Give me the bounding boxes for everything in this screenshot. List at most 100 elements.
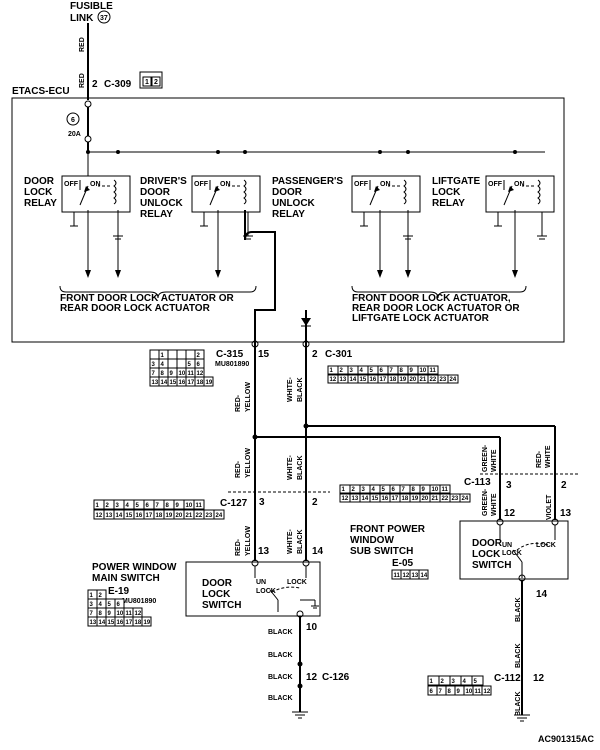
relay-coil-icon <box>113 179 117 205</box>
c127-pin: 18 <box>156 513 163 519</box>
wire-black-sub-3: BLACK <box>515 692 522 717</box>
c113-pin: 17 <box>392 496 399 502</box>
c301-connector-label: C-301 <box>325 349 353 360</box>
e19-pin: 15 <box>108 620 115 626</box>
c113-pin: 3 <box>362 487 366 493</box>
c315-connector-label: C-315 <box>216 349 244 360</box>
c127-pin: 17 <box>146 513 153 519</box>
wire-green-white-1a: GREEN- <box>482 444 489 472</box>
main-un-lock-label-1: UN <box>256 579 266 586</box>
c112-pin: 7 <box>439 689 443 695</box>
c301-pin: 16 <box>370 377 377 383</box>
c113-pin: 18 <box>402 496 409 502</box>
c127-connector-label: C-127 <box>220 498 248 509</box>
e05-pin: 12 <box>403 573 410 579</box>
c315-pin: 3 <box>152 362 156 368</box>
e19-pin: 1 <box>90 593 94 599</box>
c301-pin: 11 <box>430 368 437 374</box>
svg-text:UNLOCK: UNLOCK <box>140 198 184 209</box>
c301-pin: 21 <box>420 377 427 383</box>
main-door-lock-switch-label-1: DOOR <box>202 578 233 589</box>
c301-pin: 20 <box>410 377 417 383</box>
c301-pin-2: 2 <box>312 349 318 360</box>
sub-switch-title-3: SUB SWITCH <box>350 546 413 557</box>
fuse-terminal-top <box>84 100 92 108</box>
e19-pin: 5 <box>108 602 112 608</box>
e19-pin: 10 <box>117 611 124 617</box>
c112-pin: 11 <box>475 689 482 695</box>
c113-pin-2: 2 <box>561 480 567 491</box>
svg-text:RELAY: RELAY <box>140 209 173 220</box>
c113-pin: 9 <box>422 487 426 493</box>
c301-pin: 23 <box>440 377 447 383</box>
e05-connector-label: E-05 <box>392 558 414 569</box>
c315-pin: 9 <box>170 371 174 377</box>
e19-pin: 13 <box>90 620 97 626</box>
c127-pin: 5 <box>136 503 140 509</box>
svg-text:LIFTGATE: LIFTGATE <box>432 176 480 187</box>
c127-pin-2: 2 <box>312 497 318 508</box>
fusible-link-number-circle <box>97 10 111 24</box>
c113-pin: 8 <box>412 487 416 493</box>
e19-pin: 3 <box>90 602 94 608</box>
c127-pin: 2 <box>106 503 110 509</box>
sub-door-lock-switch-label-3: SWITCH <box>472 560 511 571</box>
relay-on-label: ON <box>380 181 391 188</box>
wire-red-yellow-3a: RED- <box>235 538 242 556</box>
c127-pin-3: 3 <box>259 497 265 508</box>
e19-pin: 4 <box>99 602 103 608</box>
wire-color-red-a: RED <box>79 37 86 52</box>
c301-pin: 19 <box>400 377 407 383</box>
sub-door-lock-switch-label-2: LOCK <box>472 549 501 560</box>
passengers-door-unlock-relay-label: PASSENGER'S DOOR UNLOCK RELAY <box>272 176 343 220</box>
e19-pin: 14 <box>99 620 106 626</box>
e05-pin: 11 <box>394 573 401 579</box>
c127-pin: 1 <box>96 503 100 509</box>
actuator-group-left-line2: REAR DOOR LOCK ACTUATOR <box>60 303 211 314</box>
wire-red-yellow-2b: YELLOW <box>245 448 252 478</box>
wire-red-white-b: WHITE <box>545 445 552 468</box>
wire-white-black-1b: BLACK <box>297 378 304 403</box>
c113-pin: 2 <box>352 487 356 493</box>
c309-pin-1: 1 <box>145 79 149 86</box>
c301-pin: 14 <box>350 377 357 383</box>
svg-text:DOOR: DOOR <box>140 187 171 198</box>
c113-pin: 13 <box>352 496 359 502</box>
c301-pin: 8 <box>400 368 404 374</box>
sub-lock-label: LOCK <box>536 542 556 549</box>
c112-pin: 5 <box>474 679 478 685</box>
c301-pin: 3 <box>350 368 354 374</box>
svg-text:DOOR: DOOR <box>24 176 55 187</box>
c127-pin: 3 <box>116 503 120 509</box>
c112-pin: 10 <box>466 689 473 695</box>
c301-pin: 10 <box>420 368 427 374</box>
c309-pin-label: 2 <box>92 79 98 90</box>
fuse-terminal-bottom <box>84 135 92 143</box>
c113-pin: 20 <box>422 496 429 502</box>
c309-connector-label: C-309 <box>104 79 132 90</box>
svg-text:DRIVER'S: DRIVER'S <box>140 176 187 187</box>
wire-black-main-2: BLACK <box>268 652 293 659</box>
relay-off-label: OFF <box>64 181 79 188</box>
wire-green-white-2b: WHITE <box>491 493 498 516</box>
svg-text:DOOR: DOOR <box>272 187 303 198</box>
wire-black-sub-2: BLACK <box>515 644 522 669</box>
wire-white-black-3b: BLACK <box>297 530 304 555</box>
c301-pin: 7 <box>390 368 394 374</box>
drivers-door-unlock-relay-label: DRIVER'S DOOR UNLOCK RELAY <box>140 176 187 220</box>
liftgate-lock-relay-label: LIFTGATE LOCK RELAY <box>432 176 480 209</box>
c315-pin: 4 <box>161 362 165 368</box>
c127-pin: 20 <box>176 513 183 519</box>
c113-pin: 22 <box>442 496 449 502</box>
e19-part-code: MU801890 <box>122 598 156 605</box>
c126-pin-12: 12 <box>306 672 318 683</box>
sub-un-lock-label-1: UN <box>502 542 512 549</box>
wire-red-yellow-3b: YELLOW <box>245 526 252 556</box>
c112-pin: 3 <box>452 679 456 685</box>
c113-pin: 15 <box>372 496 379 502</box>
c315-pin: 17 <box>188 380 195 386</box>
c112-pin: 4 <box>463 679 467 685</box>
